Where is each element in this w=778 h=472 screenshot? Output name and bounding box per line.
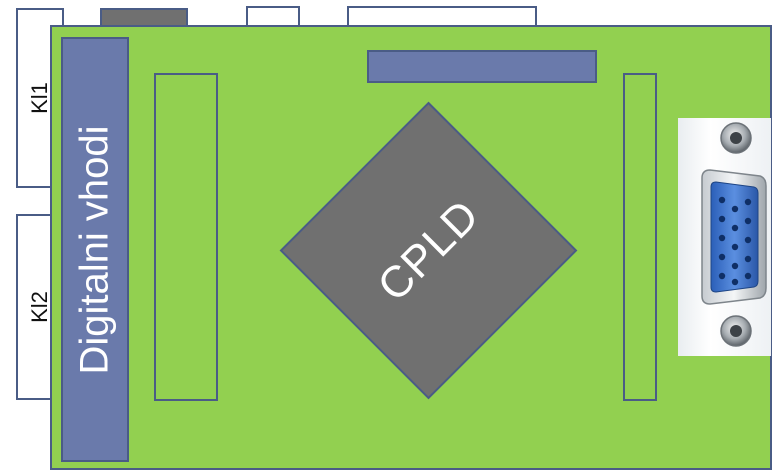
header-slot-left bbox=[154, 73, 218, 401]
header-slot-right bbox=[623, 73, 657, 401]
top-header-bar bbox=[367, 50, 597, 83]
digital-inputs-bar: Digitalni vhodi bbox=[61, 37, 129, 462]
vga-connector-icon bbox=[678, 118, 771, 356]
cpld-chip: CPLD bbox=[279, 101, 578, 400]
digital-inputs-label: Digitalni vhodi bbox=[73, 125, 118, 374]
